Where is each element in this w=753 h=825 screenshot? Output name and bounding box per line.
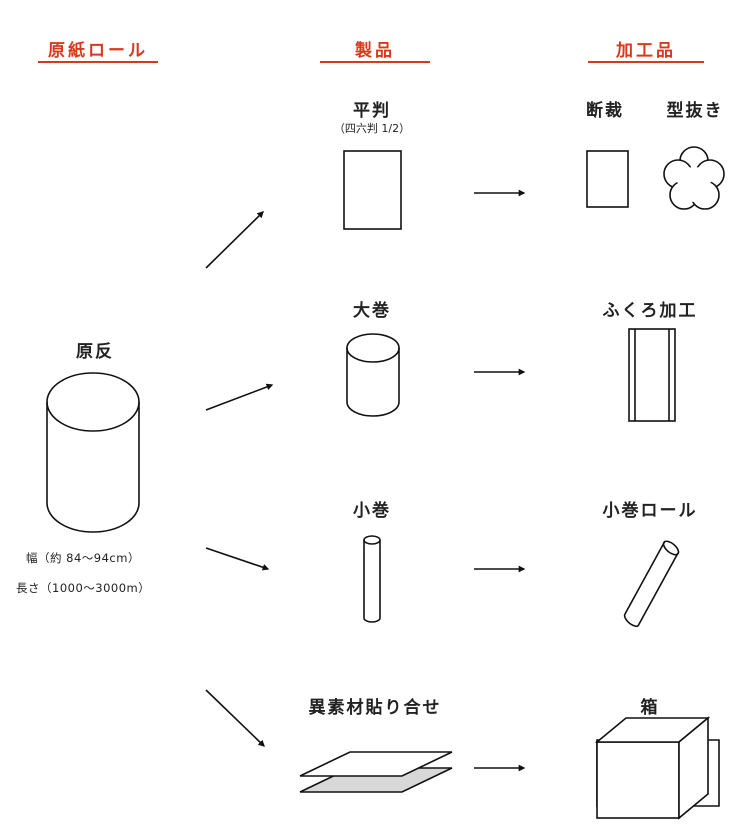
small-roll-diagonal-icon [623,540,680,628]
column-underline-processed [588,61,704,63]
box-icon [594,716,720,820]
processed-die-cut-label: 型抜き [666,101,724,121]
column-header-source: 原紙ロール [48,41,148,61]
processed-small-roll-label: 小巻ロール [602,501,698,521]
column-header-processed: 加工品 [616,41,676,61]
column-underline-source [38,61,158,63]
processed-bag-label: ふくろ加工 [602,301,698,321]
arrow-to-small-roll [205,547,270,571]
product-laminate-label: 異素材貼り合せ [308,698,442,718]
source-length-note: 長さ（1000〜3000m） [16,581,151,595]
bag-icon [628,328,676,422]
source-width-note: 幅（約 84〜94cm） [26,551,140,565]
processed-cut-label: 断裁 [586,101,624,121]
product-small-roll-label: 小巻 [353,501,391,521]
flat-sheet-icon [343,150,402,230]
product-large-roll-label: 大巻 [353,301,391,321]
product-flat-label: 平判 [353,101,391,121]
die-cut-flower-icon [663,146,725,210]
source-roll-cylinder [46,372,140,533]
column-header-product: 製品 [355,41,395,61]
product-flat-sublabel: （四六判 1/2） [333,122,411,135]
cut-sheet-icon [586,150,629,208]
column-underline-product [320,61,430,63]
processed-box-label: 箱 [640,698,660,718]
arrow-to-large-roll [205,383,274,411]
arrow-to-flat [205,211,264,269]
small-roll-icon [363,535,381,623]
arrow-to-laminate [205,689,265,747]
large-roll-icon [346,333,400,417]
laminate-sheets-icon [299,751,453,793]
source-roll-label: 原反 [76,342,114,362]
